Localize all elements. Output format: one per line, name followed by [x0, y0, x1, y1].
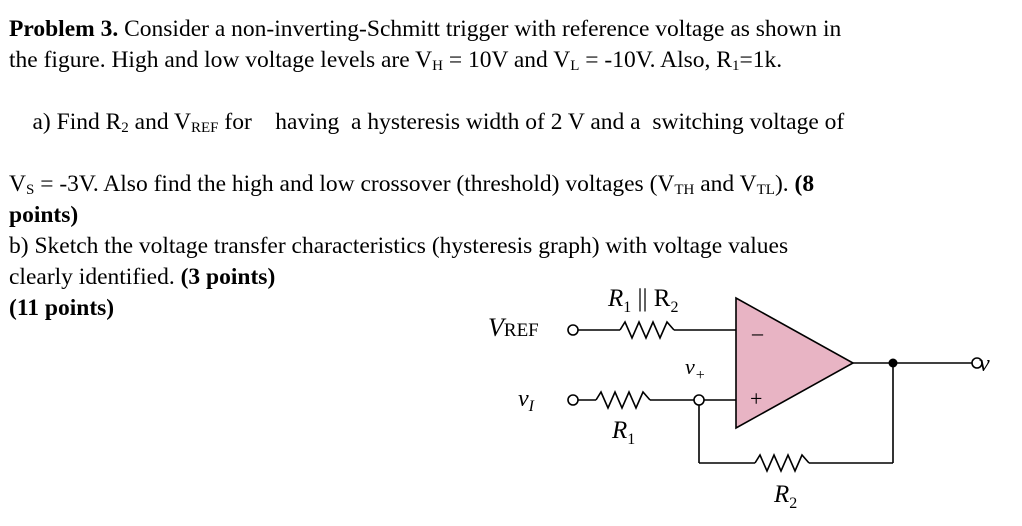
vo-label: vO [979, 351, 990, 380]
vo-terminal [971, 357, 983, 369]
inverting-input-sign: – [751, 320, 764, 345]
part-b-line-2: clearly identified. (3 points) [9, 264, 276, 290]
noninverting-input-sign: + [750, 386, 762, 411]
problem-title: Problem 3. [9, 16, 119, 42]
r2-resistor [754, 453, 810, 473]
part-b-line-1: b) Sketch the voltage transfer character… [9, 233, 789, 259]
total-points: (11 points) [9, 295, 115, 321]
r2-label: R2 [773, 481, 797, 512]
r1-label: R1 [611, 417, 635, 448]
opamp-symbol [735, 296, 855, 430]
part-a-points: points) [9, 202, 79, 228]
vi-terminal [567, 394, 579, 406]
part-a-line-2: VS = -3V. Also find the high and low cro… [9, 171, 815, 198]
r1-resistor [595, 390, 651, 410]
r1-parallel-r2-label: R1 || R2 [607, 285, 678, 316]
vplus-node [693, 394, 705, 406]
r1-parallel-r2-resistor [619, 320, 675, 340]
vref-label: VREF [488, 313, 539, 342]
schmitt-trigger-circuit: VREF R1 || R2 – + vO vI R1 v+ R2 [488, 285, 990, 512]
part-a-line-1: a) Find R2 and VREF for having a hystere… [32, 109, 845, 136]
problem-line-2: the figure. High and low voltage levels … [9, 47, 783, 74]
vplus-label: v+ [685, 354, 706, 384]
problem-line-1: Problem 3. Consider a non-inverting-Schm… [9, 16, 842, 42]
vi-label: vI [518, 386, 535, 415]
problem-text: Problem 3. Consider a non-inverting-Schm… [9, 14, 984, 324]
vref-terminal [567, 324, 579, 336]
